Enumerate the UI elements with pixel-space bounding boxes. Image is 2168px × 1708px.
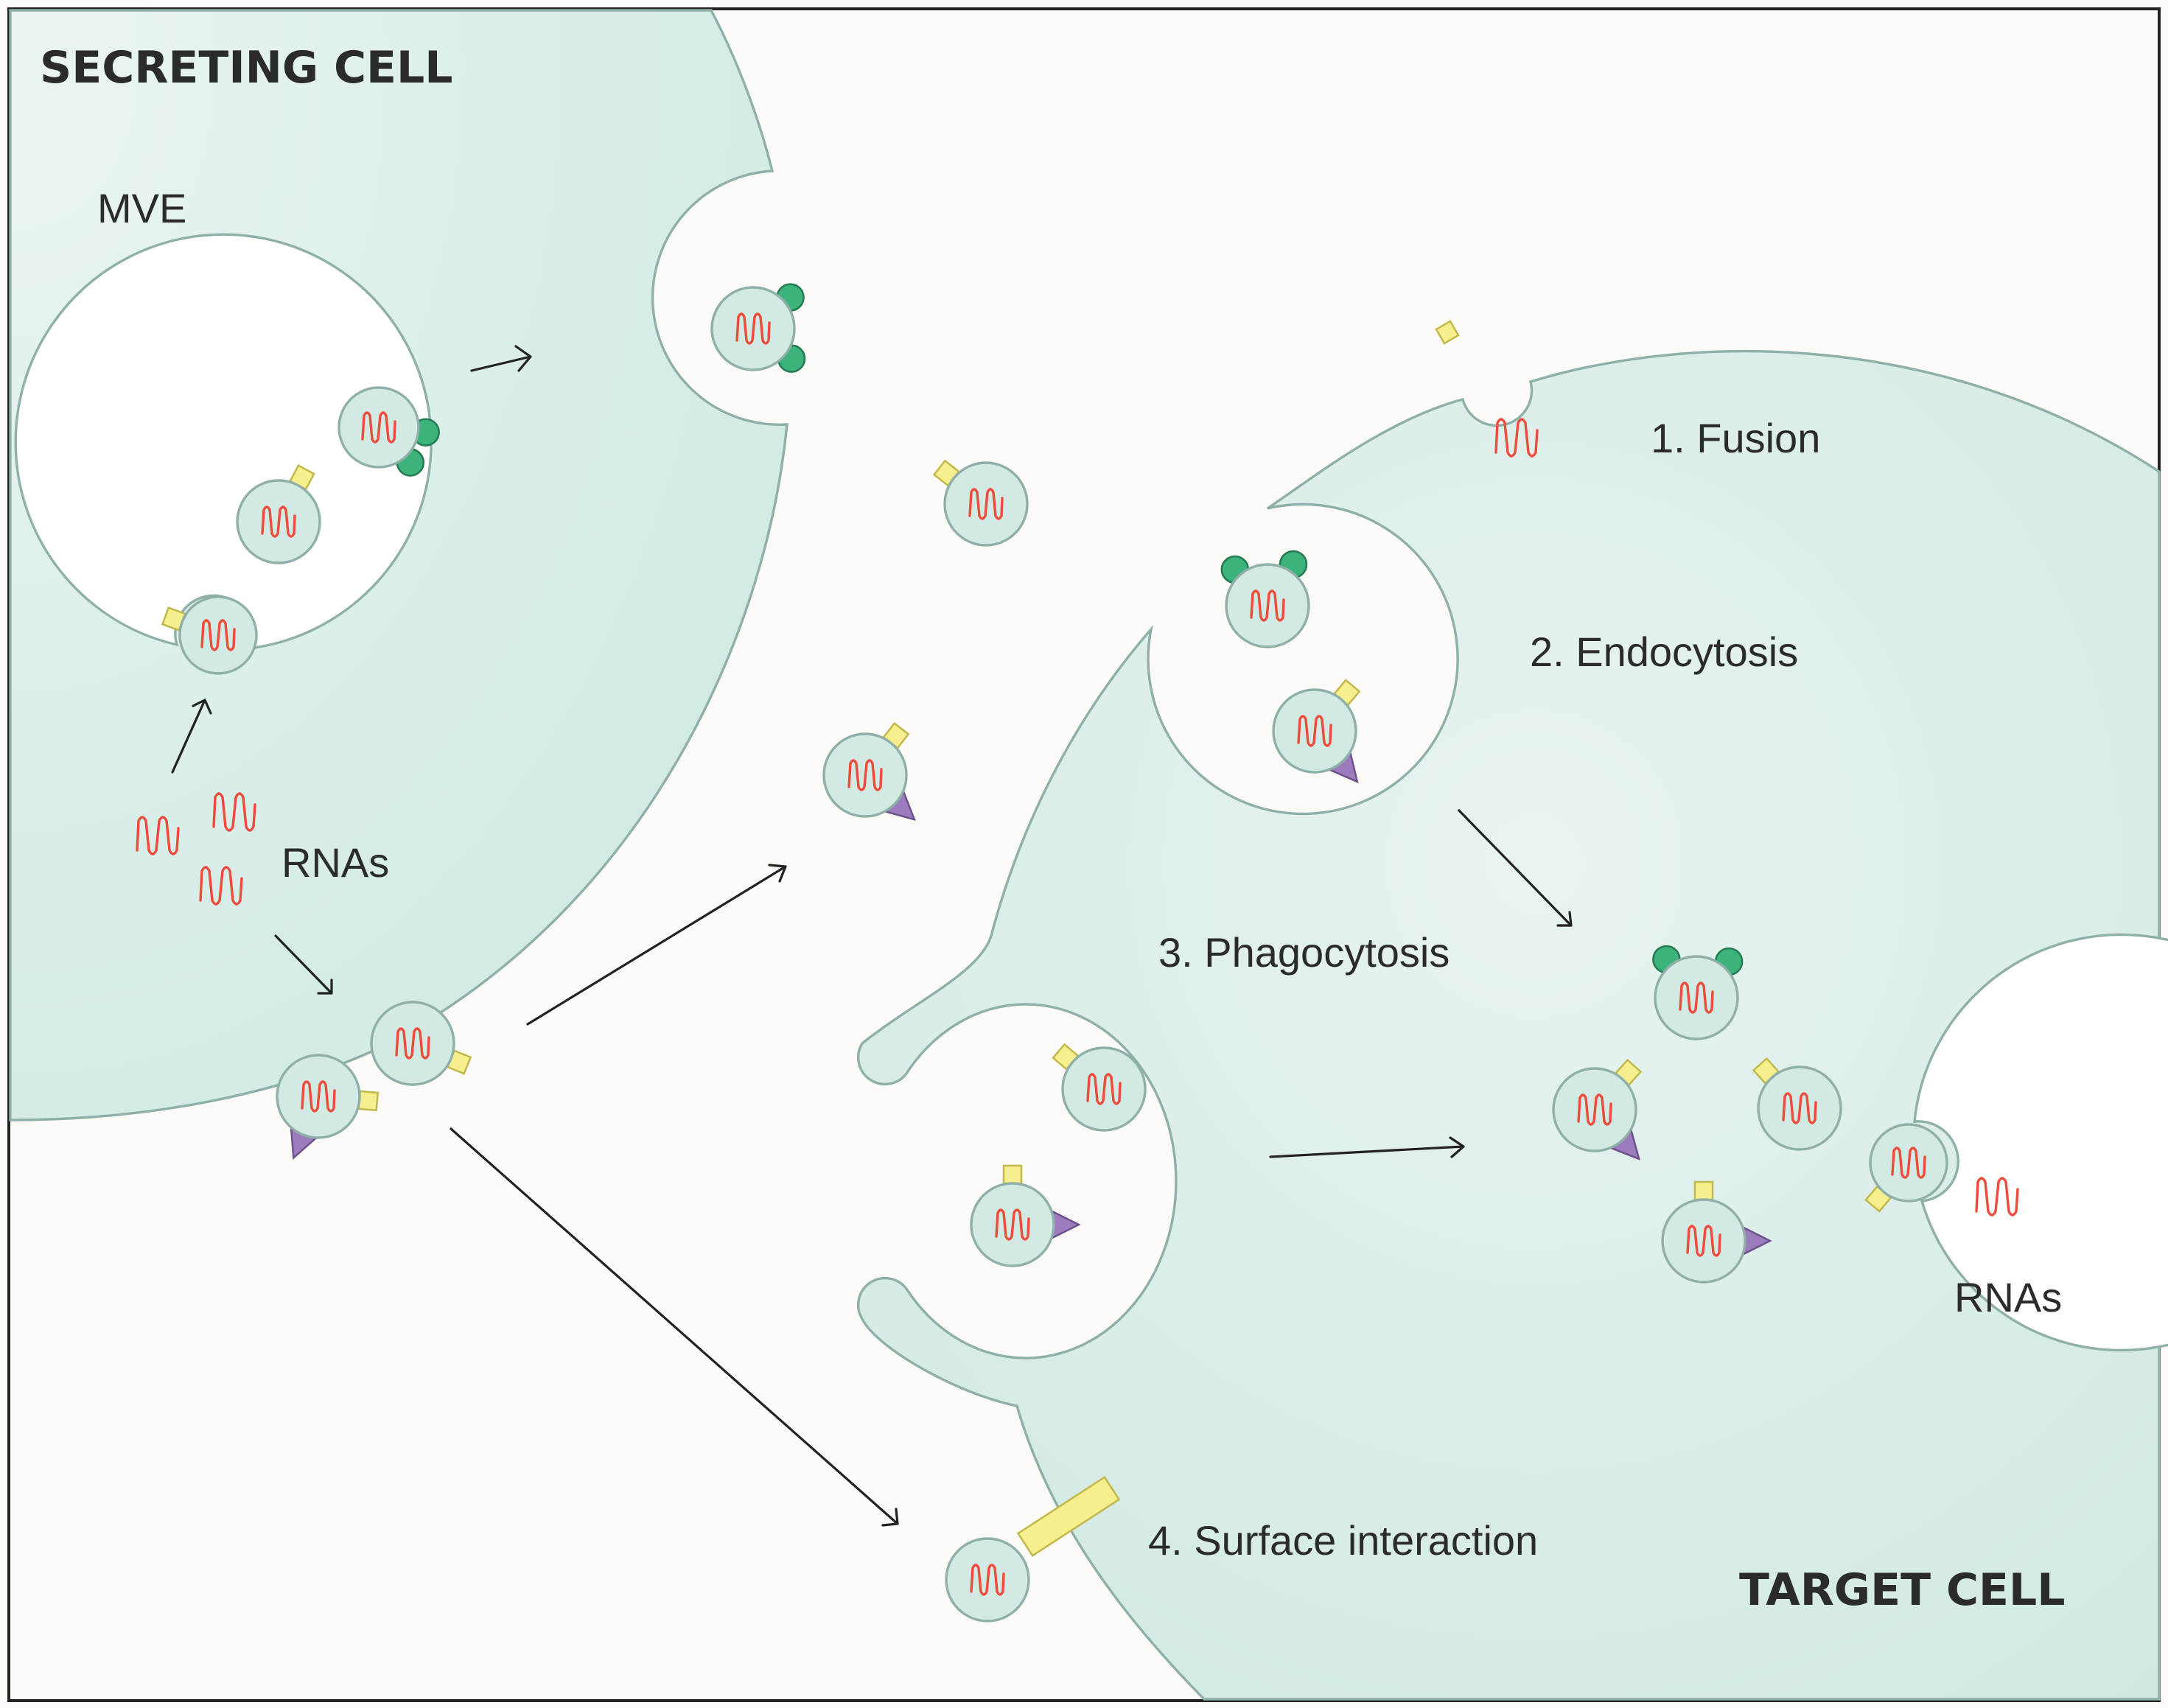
- extracellular-vesicle: [1052, 1043, 1147, 1132]
- late-endosome: [1913, 933, 2168, 1352]
- extracellular-vesicle: [1864, 1123, 1948, 1213]
- yellow-protein: [357, 1090, 380, 1112]
- arrow-mve-to-secretion: [470, 345, 532, 372]
- arrow-to-surface: [450, 1127, 899, 1527]
- arrows: [171, 345, 1573, 1527]
- surface-receptor: [1016, 1476, 1121, 1557]
- fusion-bud: [1435, 320, 1460, 345]
- secreting-cell-title: SECRETING CELL: [40, 42, 453, 94]
- extracellular-vesicle: [822, 721, 916, 822]
- extracellular-vesicle: [970, 1164, 1081, 1267]
- extracellular-vesicle: [945, 1537, 1030, 1623]
- extracellular-vesicle: [1272, 679, 1361, 784]
- target-cell: [856, 349, 2161, 1701]
- rnas-label-target: RNAs: [1954, 1274, 2062, 1320]
- surface-interaction-label: 4. Surface interaction: [1148, 1517, 1538, 1564]
- yellow-protein: [1002, 1164, 1023, 1185]
- extracellular-vesicle: [338, 386, 440, 477]
- endocytosis-label: 2. Endocytosis: [1530, 629, 1798, 675]
- rnas-label-secreting: RNAs: [282, 839, 389, 886]
- arrow-rna-to-membrane: [274, 934, 333, 995]
- extracellular-vesicle: [1220, 550, 1310, 648]
- extracellular-vesicle: [710, 283, 806, 373]
- extracellular-vesicle: [1752, 1057, 1842, 1151]
- extracellular-vesicle: [1661, 1180, 1772, 1284]
- vesicles: [161, 283, 1948, 1623]
- yellow-protein: [1693, 1180, 1714, 1201]
- extracellular-vesicle: [1552, 1058, 1643, 1161]
- target-cell-title: TARGET CELL: [1739, 1564, 2065, 1616]
- extracellular-vesicle: [161, 595, 258, 675]
- arrow-rna-to-mve: [171, 699, 212, 774]
- extracellular-vesicle: [932, 459, 1029, 547]
- extracellular-vesicle: [1652, 945, 1744, 1040]
- arrow-phagosome-to-late: [1269, 1136, 1465, 1158]
- extracellular-vesicle: [370, 1001, 472, 1086]
- arrow-to-extracellular: [526, 864, 787, 1026]
- arrow-endosome-to-late: [1458, 809, 1573, 927]
- mve-label: MVE: [97, 185, 186, 231]
- extracellular-vesicle: [276, 1054, 380, 1161]
- extracellular-vesicle: [236, 464, 321, 564]
- fusion-label: 1. Fusion: [1651, 415, 1820, 461]
- phagocytosis-label: 3. Phagocytosis: [1158, 929, 1450, 976]
